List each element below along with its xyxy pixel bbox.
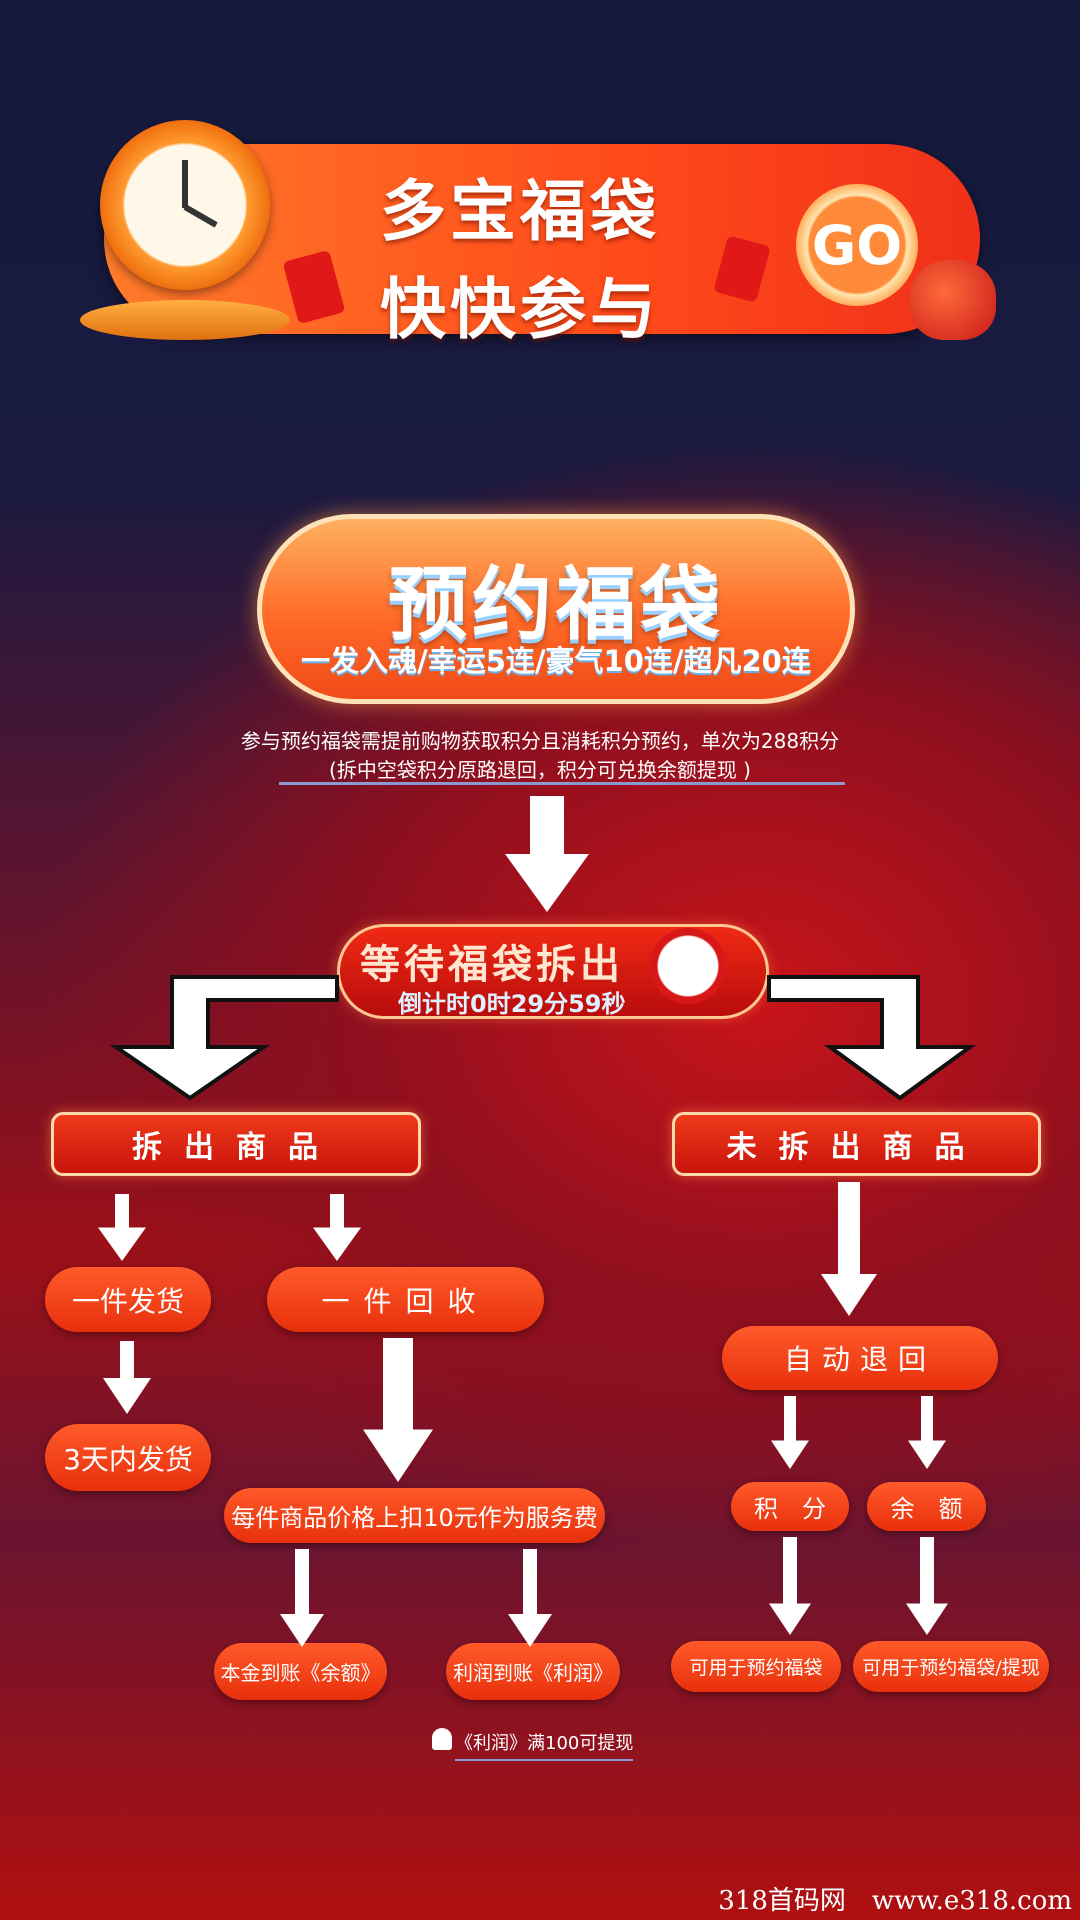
down-arrow: [98, 1194, 146, 1261]
ship-time-label: 3天内发货: [45, 1424, 211, 1491]
waiting-title: 等待福袋拆出: [360, 942, 624, 988]
go-button[interactable]: GO: [796, 184, 918, 306]
principal-label: 本金到账《余额》: [214, 1643, 387, 1700]
reserve-desc-line2: (拆中空袋积分原路退回，积分可兑换余额提现 ): [329, 758, 751, 782]
countdown: 倒计时0时29分59秒: [398, 990, 626, 1018]
banner-title-line1: 多宝福袋: [380, 173, 660, 250]
down-arrow: [508, 1549, 552, 1647]
banner-title-line2: 快快参与: [380, 271, 660, 348]
branch-arrow-left: [109, 975, 339, 1101]
auto-return-label: 自动退回: [722, 1326, 998, 1390]
down-arrow: [821, 1182, 877, 1316]
down-arrow: [906, 1537, 948, 1635]
service-fee-label: 每件商品价格上扣10元作为服务费: [224, 1488, 605, 1543]
watermark: 318首码网 www.e318.com: [718, 1886, 1072, 1916]
down-arrow: [103, 1341, 151, 1414]
divider: [279, 782, 845, 785]
points-use-label: 可用于预约福袋: [671, 1641, 841, 1692]
branch-arrow-right: [767, 975, 977, 1101]
down-arrow: [280, 1549, 324, 1647]
alarm-clock-icon: [100, 120, 270, 290]
unopened-goods-header: 未拆出商品: [672, 1112, 1041, 1176]
clock-base: [80, 300, 290, 340]
opened-goods-header: 拆出商品: [51, 1112, 421, 1176]
down-arrow: [769, 1537, 811, 1635]
down-arrow: [505, 796, 589, 912]
bell-icon: [432, 1728, 452, 1750]
money-bag-icon: [910, 260, 996, 340]
reserve-subtitle: 一发入魂/幸运5连/豪气10连/超凡20连: [301, 644, 811, 678]
reserve-title: 预约福袋: [388, 558, 724, 651]
ship-one-button[interactable]: 一件发货: [45, 1267, 211, 1332]
down-arrow: [908, 1396, 946, 1469]
reserve-desc-line1: 参与预约福袋需提前购物获取积分且消耗积分预约，单次为288积分: [240, 729, 840, 753]
balance-use-label: 可用于预约福袋/提现: [853, 1641, 1049, 1692]
recycle-one-button[interactable]: 一件回收: [267, 1267, 544, 1332]
down-arrow: [771, 1396, 809, 1469]
reserve-pill[interactable]: [257, 514, 855, 704]
withdraw-note: 《利润》满100可提现: [455, 1729, 634, 1761]
profit-label: 利润到账《利润》: [446, 1643, 620, 1700]
points-label: 积 分: [731, 1482, 849, 1531]
balance-label: 余 额: [867, 1482, 986, 1531]
down-arrow: [313, 1194, 361, 1261]
alarm-clock-icon: [650, 928, 726, 1004]
down-arrow: [363, 1338, 433, 1482]
